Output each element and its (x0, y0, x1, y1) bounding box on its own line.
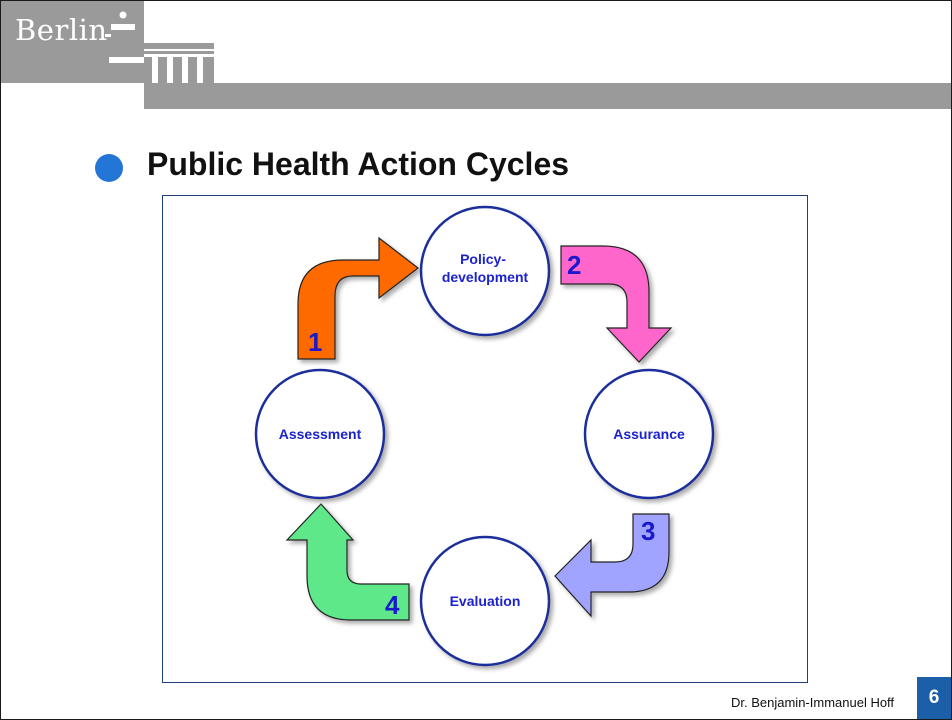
page-number: 6 (917, 677, 951, 719)
logo-text: Berlin (15, 13, 108, 47)
arrow-step-4 (285, 503, 410, 621)
node-label: Policy- development (442, 251, 529, 285)
node-label: Assurance (613, 426, 685, 442)
author-name: Dr. Benjamin-Immanuel Hoff (731, 695, 895, 710)
node-policy-development: Policy- development (419, 205, 551, 337)
berlin-bear-columns-icon (105, 11, 144, 63)
step-number-1: 1 (308, 327, 322, 357)
node-assessment: Assessment (254, 368, 386, 500)
arrow-step-3 (554, 513, 670, 618)
step-number-2: 2 (567, 250, 581, 280)
bullet-dot (95, 154, 123, 182)
arrow-step-2 (560, 245, 673, 363)
action-cycle-diagram: 1 2 3 4 Policy- development Assurance (162, 195, 808, 683)
node-evaluation: Evaluation (419, 535, 551, 667)
step-number-4: 4 (385, 590, 400, 620)
node-label: Evaluation (450, 593, 521, 609)
step-number-3: 3 (641, 516, 655, 546)
header-bar (144, 83, 951, 109)
node-label: Assessment (279, 426, 362, 442)
arrow-step-1 (297, 236, 419, 360)
slide-title: Public Health Action Cycles (147, 146, 570, 182)
berlin-logo: Berlin (1, 1, 144, 83)
node-assurance: Assurance (583, 368, 715, 500)
columns-icon (144, 43, 214, 83)
